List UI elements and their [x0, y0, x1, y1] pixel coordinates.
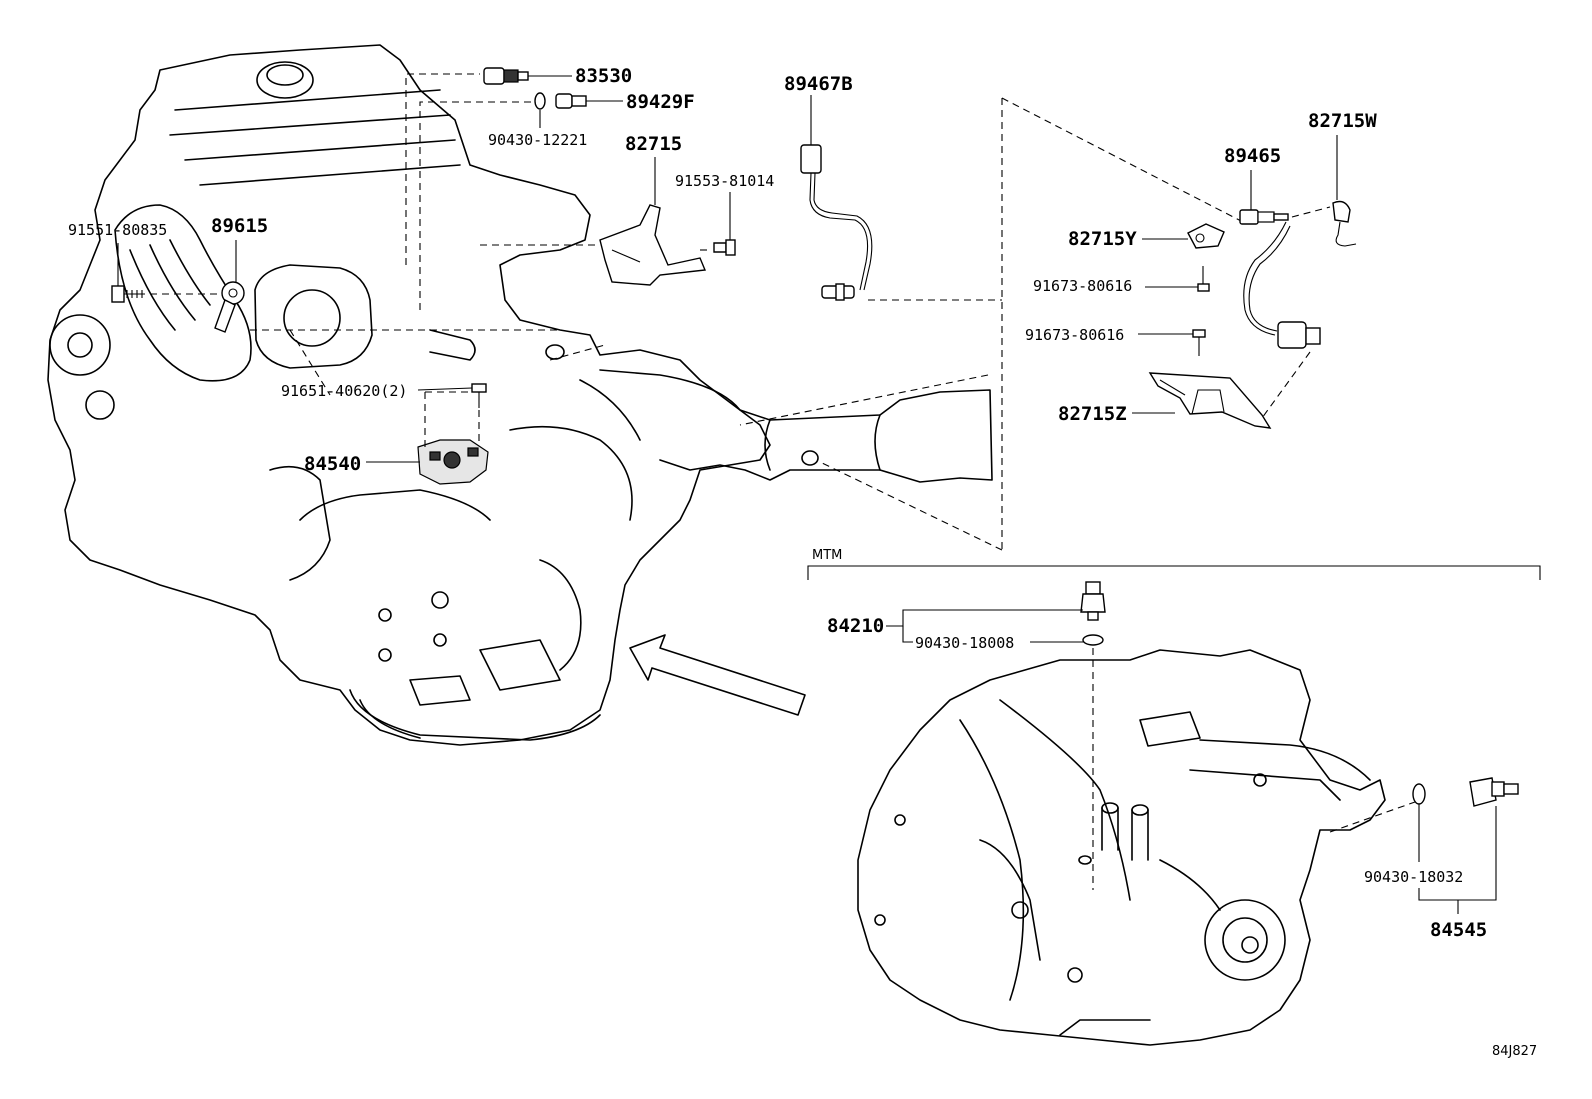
bolt-91553-81014 [713, 239, 736, 256]
neutral-start-switch-84540 [417, 439, 489, 485]
label-89615: 89615 [211, 215, 268, 237]
label-90430-18008: 90430-18008 [915, 634, 1014, 652]
bracket-82715Z [1148, 372, 1272, 429]
diagram-code: 84J827 [1492, 1044, 1537, 1059]
manual-transaxle-drawing [857, 649, 1386, 1046]
label-82715Y: 82715Y [1068, 228, 1137, 250]
switch-84545 [1329, 777, 1519, 833]
dashed-leader-lines [150, 73, 712, 450]
oil-pressure-switch-83530 [483, 67, 529, 85]
temperature-sensor-89429F [534, 92, 587, 110]
label-82715Z: 82715Z [1058, 403, 1127, 425]
label-89465: 89465 [1224, 145, 1281, 167]
oxygen-sensor-89467B [800, 144, 873, 301]
label-91553-81014: 91553-81014 [675, 172, 774, 190]
label-90430-18032: 90430-18032 [1364, 868, 1463, 886]
label-89467B: 89467B [784, 73, 853, 95]
label-90430-12221: 90430-12221 [488, 131, 587, 149]
backup-light-switch-84210 [1080, 581, 1106, 890]
label-91651-40620: 91651-40620(2) [281, 382, 407, 400]
knock-sensor-89615 [214, 281, 245, 333]
label-91551-80835: 91551-80835 [68, 221, 167, 239]
bolt-91673-80616-lower [1192, 329, 1206, 356]
label-82715W: 82715W [1308, 110, 1377, 132]
label-84545: 84545 [1430, 919, 1487, 941]
label-84540: 84540 [304, 453, 361, 475]
label-82715: 82715 [625, 133, 682, 155]
engine-assembly-drawing [47, 44, 993, 746]
mtm-bracket [807, 565, 1541, 580]
bolt-91673-80616-upper [1197, 266, 1210, 292]
direction-arrow [629, 634, 806, 716]
oxygen-sensor-detail-callout [739, 97, 1244, 551]
label-91673-80616-lower: 91673-80616 [1025, 326, 1124, 344]
clip-82715W [1291, 200, 1357, 247]
label-89429F: 89429F [626, 91, 695, 113]
bolt-91651-40620 [471, 383, 487, 408]
oxygen-sensor-89465 [1239, 209, 1321, 419]
label-91673-80616-upper: 91673-80616 [1033, 277, 1132, 295]
bracket-82715 [599, 204, 707, 286]
label-mtm: MTM [812, 548, 842, 563]
bracket-82715Y [1187, 223, 1225, 249]
part-labels: 83530 89429F 90430-12221 89467B 82715 91… [68, 65, 1537, 1059]
label-84210: 84210 [827, 615, 884, 637]
label-83530: 83530 [575, 65, 632, 87]
